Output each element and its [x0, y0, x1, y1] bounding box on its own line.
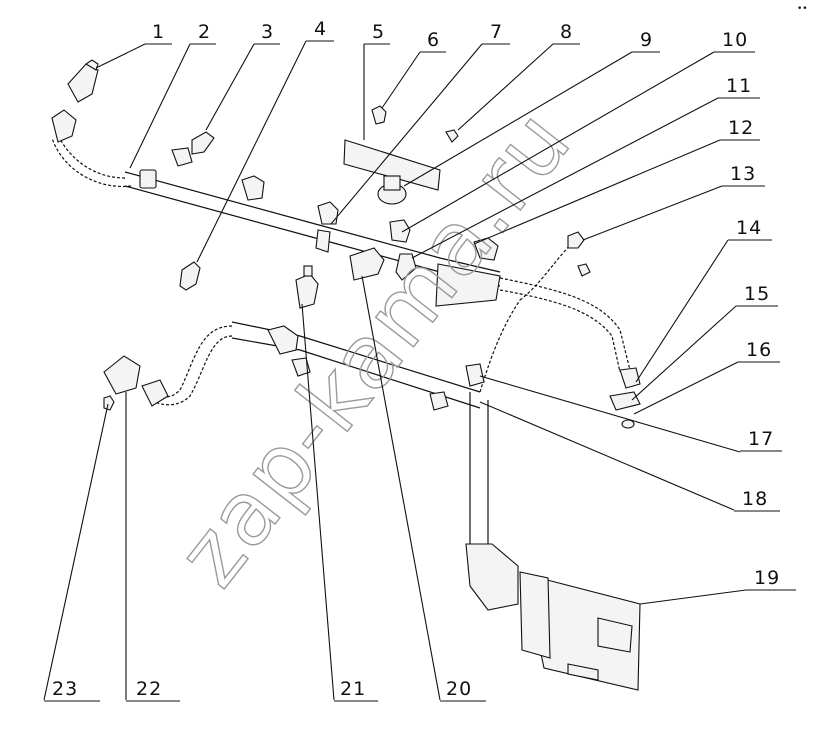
screw-part-23 — [103, 395, 115, 411]
callout-number: 19 — [754, 567, 780, 589]
callout-number: 23 — [52, 678, 78, 700]
leader-line — [401, 51, 715, 233]
callout-number: 8 — [560, 21, 573, 43]
connector-part-1 — [67, 59, 99, 103]
duct — [465, 543, 519, 611]
leader-line — [457, 43, 554, 131]
callout-15: 15 — [631, 283, 778, 401]
callout-22: 22 — [125, 392, 180, 702]
callout-number: 3 — [261, 21, 274, 43]
callout-number: 2 — [198, 21, 211, 43]
lug-part-4 — [179, 261, 201, 291]
callout-14: 14 — [635, 217, 772, 383]
leader-line — [639, 589, 747, 605]
callout-number: 7 — [490, 21, 503, 43]
callout-number: 1 — [152, 21, 165, 43]
leader-line — [301, 303, 335, 701]
callout-number: 17 — [748, 428, 774, 450]
bolt-part-6 — [371, 105, 387, 125]
callout-8: 8 — [457, 21, 580, 131]
callout-number: 13 — [730, 163, 756, 185]
callout-17: 17 — [479, 375, 782, 453]
sensor-part-20 — [349, 247, 385, 281]
clip-part-3 — [171, 131, 215, 167]
callout-11: 11 — [411, 75, 760, 259]
callout-20: 20 — [361, 275, 486, 702]
sensor-part-14-16 — [609, 367, 641, 429]
leader-line — [361, 275, 441, 701]
callout-number: 21 — [340, 678, 366, 700]
callout-23: 23 — [43, 403, 109, 702]
bracket-part-12 — [435, 263, 501, 307]
leader-line — [473, 139, 721, 245]
connector-part-22 — [103, 355, 169, 407]
ecu-part-19 — [519, 571, 641, 691]
callout-7: 7 — [330, 21, 510, 225]
leader-line — [381, 51, 421, 109]
leader-line — [631, 305, 737, 401]
callout-2: 2 — [129, 21, 216, 169]
leader-line — [205, 43, 255, 131]
leader-line — [129, 43, 191, 169]
leader-line — [196, 40, 307, 263]
leader-line — [95, 43, 146, 69]
callout-number: 20 — [446, 678, 472, 700]
callout-5: 5 — [363, 21, 390, 140]
callout-16: 16 — [633, 339, 780, 415]
callout-number: 5 — [372, 21, 385, 43]
callout-4: 4 — [196, 18, 334, 263]
callout-18: 18 — [479, 401, 780, 512]
leader-line — [330, 43, 483, 225]
leader-line — [479, 401, 735, 511]
leader-line — [43, 403, 109, 701]
callout-number: 9 — [640, 29, 653, 51]
fastener-part-13 — [567, 231, 591, 277]
callout-13: 13 — [582, 163, 765, 241]
callout-3: 3 — [205, 21, 280, 131]
corner-mark: •• — [797, 4, 808, 14]
callout-6: 6 — [381, 29, 446, 109]
leader-line — [633, 361, 739, 415]
harness-connector-left — [51, 109, 157, 189]
callout-10: 10 — [401, 29, 755, 233]
trunk-clips — [241, 175, 499, 281]
callout-number: 18 — [742, 488, 768, 510]
callout-number: 6 — [427, 29, 440, 51]
leader-line — [635, 239, 729, 383]
bracket-part-5 — [343, 139, 441, 191]
sensor-part-9 — [377, 129, 459, 205]
callout-number: 10 — [722, 29, 748, 51]
leader-line — [479, 375, 741, 453]
callout-number: 22 — [136, 678, 162, 700]
callout-21: 21 — [301, 303, 378, 702]
callout-number: 15 — [744, 283, 770, 305]
leader-line — [403, 51, 633, 187]
callout-9: 9 — [403, 29, 660, 187]
callout-number: 11 — [726, 75, 752, 97]
callout-12: 12 — [473, 117, 760, 245]
callout-number: 4 — [314, 18, 327, 40]
callout-19: 19 — [639, 567, 796, 605]
connector-part-21 — [295, 265, 319, 309]
callout-number: 12 — [728, 117, 754, 139]
callout-number: 16 — [746, 339, 772, 361]
callout-number: 14 — [736, 217, 762, 239]
leader-line — [411, 97, 719, 259]
leader-line — [582, 185, 723, 241]
lower-harness — [149, 299, 521, 560]
callout-1: 1 — [95, 21, 172, 69]
